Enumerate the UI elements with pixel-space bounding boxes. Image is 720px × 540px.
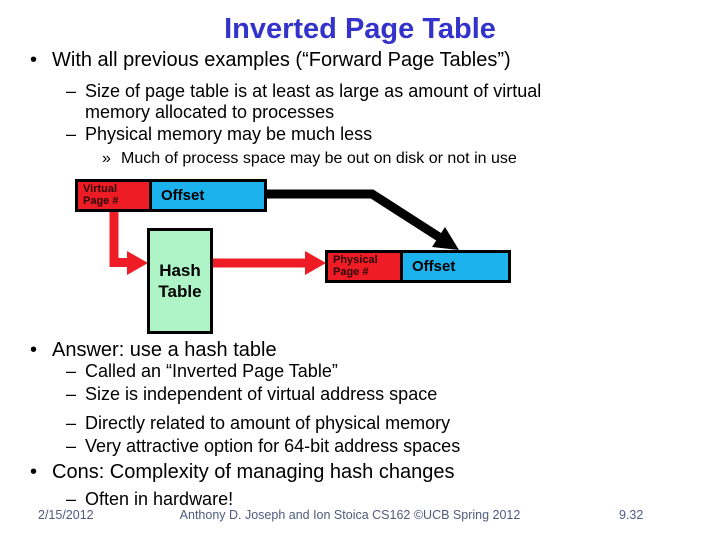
bullet-text: Size of page table is at least as large …	[85, 81, 542, 122]
bullet-glyph: •	[30, 461, 38, 483]
bullet-text: Directly related to amount of physical m…	[85, 413, 451, 433]
bullet-line: • Answer: use a hash table	[30, 339, 277, 361]
bullet-line: – Called an “Inverted Page Table”	[66, 361, 338, 382]
bullet-line: • Cons: Complexity of managing hash chan…	[30, 461, 454, 483]
black-arrowhead-icon	[432, 227, 459, 250]
bullet-line: – Very attractive option for 64-bit addr…	[66, 436, 460, 457]
bullet-line: » Much of process space may be out on di…	[102, 149, 517, 168]
bullet-text: Much of process space may be out on disk…	[121, 150, 517, 167]
bullet-line: – Size is independent of virtual address…	[66, 384, 437, 405]
bullet-line: – Directly related to amount of physical…	[66, 413, 450, 434]
hash-table-box: Hash Table	[147, 228, 213, 334]
bullet-text: Called an “Inverted Page Table”	[85, 361, 338, 381]
dash-glyph: –	[66, 436, 77, 456]
bullet-text: Often in hardware!	[85, 489, 234, 509]
dash-glyph: –	[66, 489, 77, 509]
dash-glyph: –	[66, 124, 77, 144]
bullet-text: Answer: use a hash table	[52, 339, 277, 361]
footer-credit: Anthony D. Joseph and Ion Stoica CS162 ©…	[179, 508, 521, 522]
footer-page-number: 9.32	[619, 508, 644, 522]
red-arrowhead-icon	[305, 251, 326, 275]
physical-page-number-cell: Physical Page #	[328, 253, 403, 280]
dash-glyph: –	[66, 361, 77, 381]
virtual-page-number-cell: Virtual Page #	[78, 182, 152, 209]
bullet-line: – Size of page table is at least as larg…	[66, 81, 541, 123]
footer-date: 2/15/2012	[38, 508, 94, 522]
bullet-text: Physical memory may be much less	[85, 124, 373, 144]
dash-glyph: –	[66, 81, 77, 101]
virtual-offset-cell: Offset	[161, 187, 205, 204]
bullet-line: – Often in hardware!	[66, 489, 233, 510]
bullet-glyph: •	[30, 49, 38, 71]
bullet-text: Cons: Complexity of managing hash change…	[52, 461, 455, 483]
dash-glyph: –	[66, 413, 77, 433]
bullet-text: Size is independent of virtual address s…	[85, 384, 438, 404]
black-arrow-line	[267, 189, 442, 241]
bullet-glyph: •	[30, 339, 38, 361]
physical-address-box: Physical Page # Offset	[325, 250, 511, 283]
dash-glyph: –	[66, 384, 77, 404]
bullet-line: • With all previous examples (“Forward P…	[30, 49, 511, 71]
physical-offset-cell: Offset	[412, 258, 456, 275]
page-title: Inverted Page Table	[224, 13, 496, 45]
bullet-line: – Physical memory may be much less	[66, 124, 372, 145]
red-arrowhead-icon	[127, 251, 148, 275]
virtual-address-box: Virtual Page # Offset	[75, 179, 267, 212]
bullet-text: Very attractive option for 64-bit addres…	[85, 436, 461, 456]
red-elbow-line	[109, 210, 127, 267]
chevron-glyph: »	[102, 150, 111, 167]
bullet-text: With all previous examples (“Forward Pag…	[52, 49, 511, 71]
